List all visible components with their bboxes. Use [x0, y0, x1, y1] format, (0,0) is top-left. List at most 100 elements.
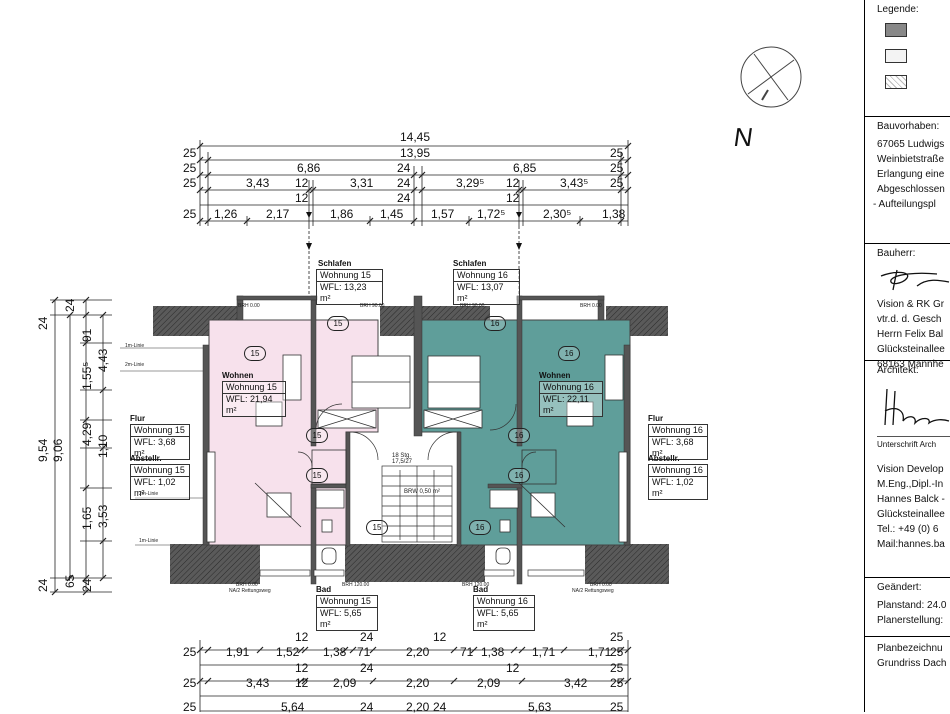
dim-row4-a: 25: [183, 176, 197, 190]
brh-top-2: BRH 90.00: [360, 303, 385, 309]
room-box-abstellr-16: Wohnung 16 WFL: 1,02 m²: [648, 464, 708, 500]
bauherr-title: Bauherr:: [877, 248, 916, 259]
room-box-wohnen-15: Wohnung 15 WFL: 21,94 m²: [222, 381, 286, 417]
room-unit: Wohnung 16: [543, 382, 594, 392]
dim-row5-a: 12: [295, 191, 309, 205]
dim-row3-c: 24: [397, 161, 411, 175]
room-title-bad-16: Bad: [473, 585, 489, 594]
bauherr-section: Bauherr: Vision & RK Gr vtr.d. d. Gesch …: [865, 244, 950, 370]
room-number-kitchen-15: 15: [366, 520, 388, 535]
dim-row2-a: 25: [183, 146, 197, 160]
dim-left-outer-a: 9,54: [36, 438, 50, 462]
brh-bottom-1: BRH 0.00: [236, 582, 258, 588]
bottom-dimension-lines: [199, 640, 629, 712]
room-area: WFL: 3,68 m²: [131, 436, 189, 459]
room-number-abstellr-15: 15: [306, 468, 328, 483]
windows: [259, 569, 585, 577]
room-box-abstellr-15: Wohnung 15 WFL: 1,02 m²: [130, 464, 190, 500]
dim-bot4-g: 3,42: [564, 676, 588, 690]
room-area: WFL: 13,23 m²: [317, 281, 382, 304]
room-box-schlafen-15: Wohnung 15 WFL: 13,23 m²: [316, 269, 383, 305]
legend-swatch-white: [885, 49, 907, 63]
architekt-line: Mail:hannes.ba: [877, 539, 945, 550]
dim-bot4-h: 25: [610, 676, 624, 690]
room-number-kitchen-16: 16: [469, 520, 491, 535]
bauherr-line: Vision & RK Gr: [877, 299, 945, 310]
room-box-schlafen-16: Wohnung 16 WFL: 13,07 m²: [453, 269, 520, 305]
dim-bot2-a: 25: [183, 645, 197, 659]
planbezeichnung-line: Grundriss Dach: [877, 658, 947, 669]
rettungsweg-1: NA/2 Rettungsweg: [229, 588, 271, 594]
geaendert-line: Planerstellung:: [877, 615, 944, 626]
room-area: WFL: 1,02 m²: [131, 476, 189, 499]
dim-row3-b: 6,86: [297, 161, 321, 175]
dim-bot3-b: 24: [360, 661, 374, 675]
bauherr-line: vtr.d. d. Gesch: [877, 314, 942, 325]
door-swings: [297, 403, 537, 467]
dim-bot3-c: 12: [506, 661, 520, 675]
furniture-unit-16: [423, 354, 628, 565]
dim-left-h: 3,53: [96, 504, 110, 528]
dim-overall: 14,45: [400, 130, 431, 144]
room-unit: Wohnung 15: [134, 465, 185, 475]
dim-bot4-f: 2,09: [477, 676, 501, 690]
line-label-2m-top: 2m-Linie: [125, 362, 145, 368]
dim-row6-a: 25: [183, 207, 197, 221]
dim-row4-h: 3,43⁵: [560, 176, 589, 190]
room-number-schlafen-16: 16: [484, 316, 506, 331]
room-title-schlafen-16: Schlafen: [453, 259, 487, 268]
legend-swatch-wall: [885, 23, 907, 37]
dim-left-k: 24: [36, 578, 50, 592]
stair-count: 18 Stg.: [392, 453, 412, 459]
room-number-wohnen-15: 15: [244, 346, 266, 361]
line-label-1m-bottom: 1m-Linie: [139, 538, 159, 544]
room-title-wohnen-15: Wohnen: [222, 371, 254, 380]
room-area: WFL: 5,65 m²: [474, 607, 534, 630]
dim-bot2-e: 71: [357, 645, 371, 659]
dim-row6-e: 1,45: [380, 207, 404, 221]
unit-15-area: [208, 319, 379, 546]
bauvorhaben-line: 67065 Ludwigs: [877, 139, 945, 150]
dim-bot2-f: 2,20: [406, 645, 430, 659]
dim-bot1-c: 12: [433, 630, 447, 644]
architekt-line: Hannes Balck -: [877, 494, 945, 505]
dim-bot3-a: 12: [295, 661, 309, 675]
dim-bot1-a: 12: [295, 630, 309, 644]
dim-left-j: 65: [63, 574, 77, 588]
room-title-abstellr-15: Abstellr.: [130, 454, 162, 463]
dim-bot4-a: 25: [183, 676, 197, 690]
dim-bot2-k: 25: [610, 645, 624, 659]
dim-row4-g: 12: [506, 176, 520, 190]
bauvorhaben-line: Weinbietstraße: [877, 154, 945, 165]
brh-top-4: BRH 0.00: [580, 303, 602, 309]
dim-row4-b: 3,43: [246, 176, 270, 190]
dim-left-g: 4,29: [80, 422, 94, 446]
dim-bot2-g: 71: [460, 645, 474, 659]
dim-bot2-h: 1,38: [481, 645, 505, 659]
dim-row6-h: 2,30⁵: [543, 207, 572, 221]
dim-bot5-e: 24: [433, 700, 447, 714]
bauherr-line: Herrn Felix Bal: [877, 329, 944, 340]
room-number-flur-15: 15: [306, 428, 328, 443]
room-area: WFL: 5,65 m²: [317, 607, 377, 630]
dim-row4-e: 24: [397, 176, 411, 190]
brh-bottom-4: BRH 0.00: [590, 582, 612, 588]
dim-left-f: 1,10: [96, 434, 110, 458]
room-unit: Wohnung 15: [226, 382, 277, 392]
bauvorhaben-line: - Aufteilungspl: [873, 199, 936, 210]
dim-left-outer-b: 9,06: [51, 438, 65, 462]
compass-rose: [740, 46, 802, 108]
dim-left-a: 24: [63, 298, 77, 312]
room-number-abstellr-16: 16: [508, 468, 530, 483]
bauvorhaben-line: Erlangung eine: [877, 169, 945, 180]
dim-bot4-c: 12: [295, 676, 309, 690]
room-area: WFL: 13,07 m²: [454, 281, 519, 304]
dim-bot2-c: 1,52: [276, 645, 300, 659]
dim-left-d: 1,55⁵: [80, 361, 94, 390]
brh-bottom-3: BRH 120.00: [462, 582, 490, 588]
bauherr-signature: [880, 269, 950, 291]
architekt-title: Architekt:: [877, 365, 919, 376]
dim-left-i: 1,65: [80, 506, 94, 530]
dim-bot5-b: 5,64: [281, 700, 305, 714]
room-title-flur-16: Flur: [648, 414, 664, 423]
